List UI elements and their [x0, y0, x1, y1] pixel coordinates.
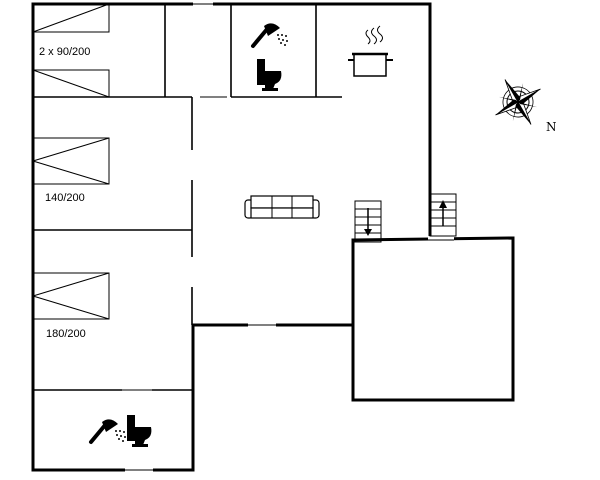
door-openings — [122, 0, 454, 475]
toilet-icon — [257, 59, 282, 91]
bedroom-bottom-label: 180/200 — [46, 328, 86, 340]
toilet-icon — [127, 415, 152, 447]
bed-double-middle — [32, 137, 110, 185]
stairs-down-icon — [354, 200, 382, 243]
stairs-up-icon — [429, 193, 457, 237]
compass-rose-icon — [495, 79, 541, 125]
bed-twin-top — [32, 3, 110, 98]
bed-double-bottom — [32, 272, 110, 320]
compass-north-label: N — [546, 120, 557, 134]
bedroom-top-label: 2 x 90/200 — [39, 46, 90, 58]
bedroom-middle-label: 140/200 — [45, 192, 85, 204]
shower-icon — [89, 419, 126, 444]
shower-icon — [251, 23, 288, 48]
cooking-pot-icon — [348, 25, 393, 77]
sofa-icon — [244, 195, 320, 219]
